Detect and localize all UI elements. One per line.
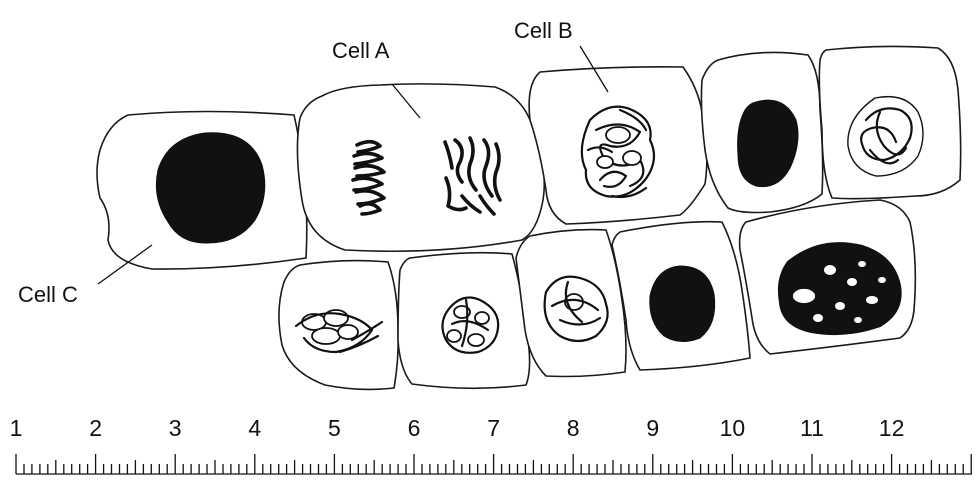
- ruler-label-7: 7: [487, 415, 500, 441]
- ruler-label-10: 10: [720, 415, 746, 441]
- cell-b-label: Cell B: [514, 18, 573, 43]
- cell-prophase-top-outline: [819, 46, 960, 198]
- ruler-label-5: 5: [328, 415, 341, 441]
- ruler: 123456789101112: [10, 415, 972, 474]
- ruler-label-8: 8: [567, 415, 580, 441]
- ruler-label-3: 3: [169, 415, 182, 441]
- ruler-label-2: 2: [89, 415, 102, 441]
- bottom-5-chromatin: [779, 243, 901, 334]
- cell-b-outline: [529, 67, 707, 224]
- ruler-label-6: 6: [408, 415, 421, 441]
- ruler-label-11: 11: [800, 415, 824, 441]
- cell-a-label: Cell A: [332, 38, 390, 63]
- ruler-label-9: 9: [646, 415, 659, 441]
- cell-c-nucleus: [156, 133, 264, 243]
- cell-a-outline: [297, 84, 544, 251]
- interphase-nucleus-bottom: [650, 266, 715, 342]
- ruler-label-4: 4: [248, 415, 261, 441]
- ruler-label-12: 12: [879, 415, 905, 441]
- cell-c-label: Cell C: [18, 282, 78, 307]
- ruler-label-1: 1: [10, 415, 23, 441]
